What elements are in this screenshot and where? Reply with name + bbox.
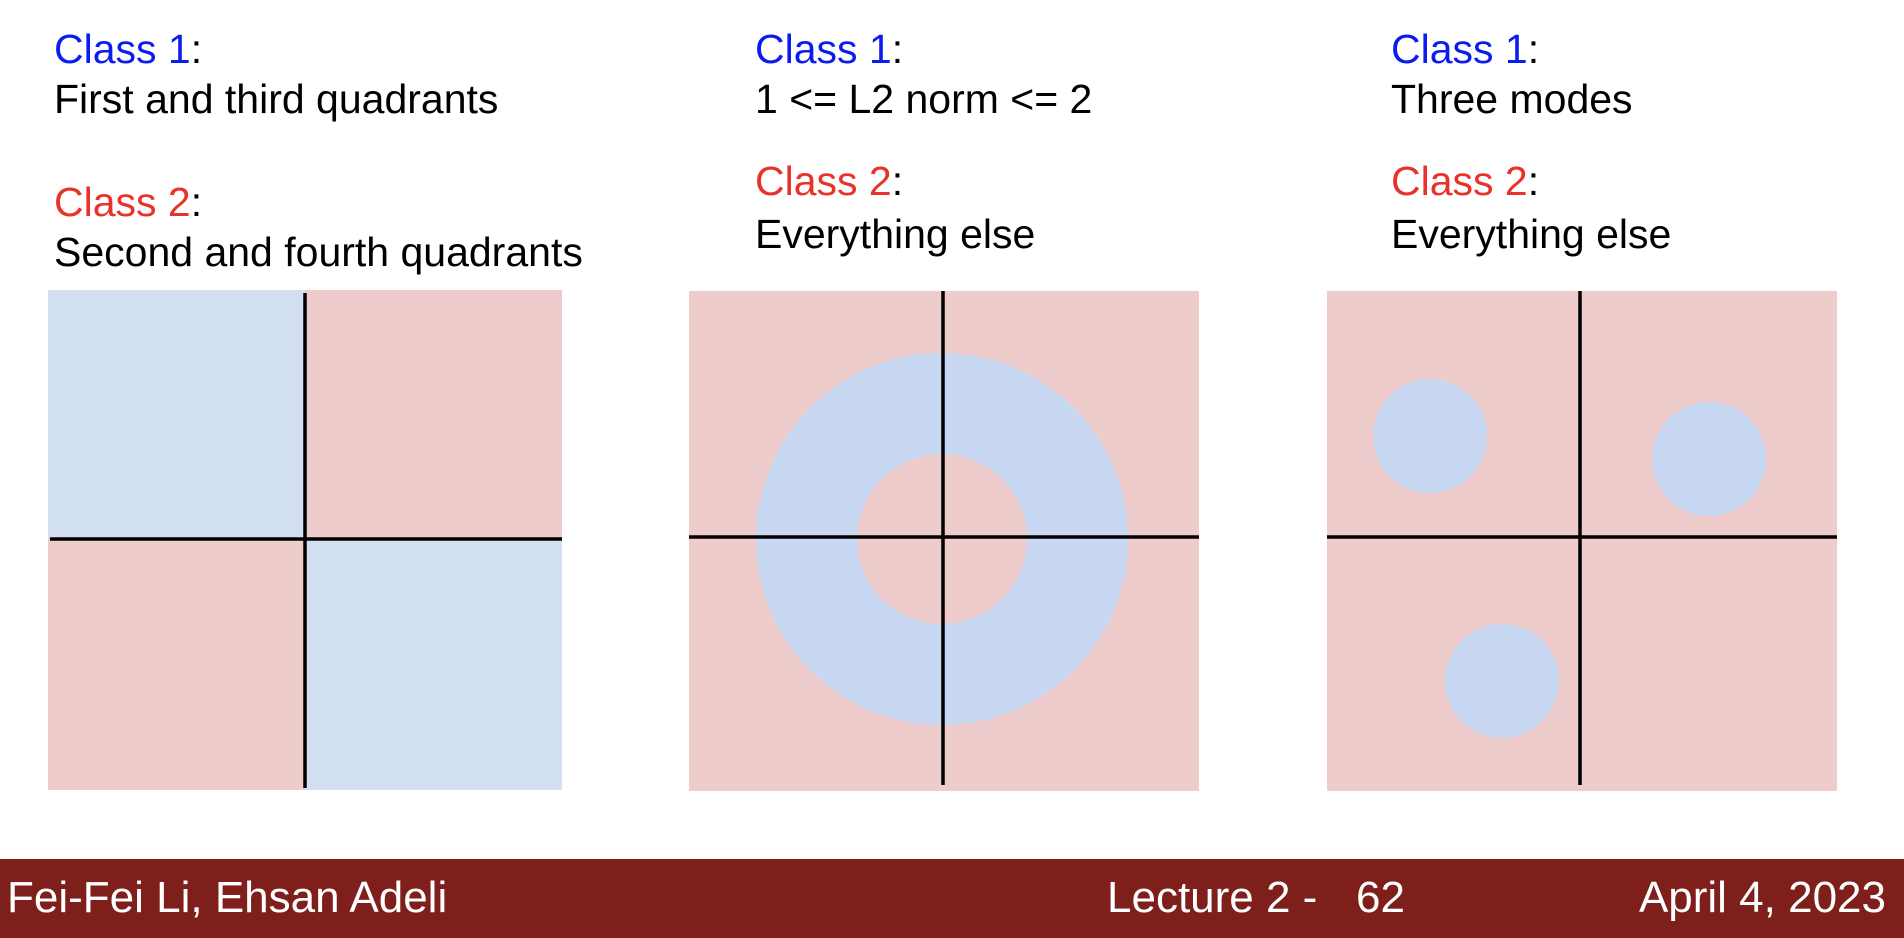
- panel1-class2-colon: :: [190, 179, 203, 225]
- panel3-class1-heading: Class 1:: [1391, 24, 1539, 74]
- footer-date: April 4, 2023: [1638, 873, 1886, 922]
- region-background: [1327, 291, 1837, 791]
- panel2-class1-heading: Class 1:: [755, 24, 903, 74]
- panel1-class1-description: First and third quadrants: [54, 76, 499, 122]
- panel3-class2-colon: :: [1527, 158, 1540, 204]
- mode-lower: [1445, 624, 1559, 738]
- panel2-class2-heading: Class 2:: [755, 156, 903, 206]
- panel3-class2-description: Everything else: [1391, 211, 1672, 257]
- panel1-class2-heading: Class 2:: [54, 177, 202, 227]
- panel2-class1-label: Class 1: [755, 26, 892, 72]
- panel2-class2-label: Class 2: [755, 158, 892, 204]
- footer-authors: Fei-Fei Li, Ehsan Adeli: [7, 873, 448, 922]
- panel2-class2-description: Everything else: [755, 211, 1036, 257]
- panel1-class1-colon: :: [190, 26, 203, 72]
- panel3-class1-label: Class 1: [1391, 26, 1528, 72]
- panel3-class1-description: Three modes: [1391, 76, 1633, 122]
- panel1-class2-description: Second and fourth quadrants: [54, 229, 583, 275]
- region-first-quadrant: [305, 290, 562, 538]
- region-second-quadrant: [48, 290, 305, 538]
- ring-decision-regions: [689, 291, 1199, 791]
- panel2-class1-colon: :: [891, 26, 904, 72]
- three-modes-decision-regions: [1327, 291, 1837, 791]
- region-fourth-quadrant: [305, 538, 562, 790]
- panel3-class2-heading: Class 2:: [1391, 156, 1539, 206]
- footer-page-number: 62: [1356, 873, 1405, 922]
- panel3-class1-colon: :: [1527, 26, 1540, 72]
- footer-bar: Fei-Fei Li, Ehsan Adeli Lecture 2 - 62 A…: [0, 859, 1904, 938]
- footer-lecture: Lecture 2 -: [1107, 873, 1318, 922]
- quadrant-decision-regions: [48, 290, 562, 790]
- panel1-class2-label: Class 2: [54, 179, 191, 225]
- panel2-class2-colon: :: [891, 158, 904, 204]
- mode-upper-left: [1373, 379, 1487, 493]
- panel1-class1-label: Class 1: [54, 26, 191, 72]
- panel3-class2-label: Class 2: [1391, 158, 1528, 204]
- mode-upper-right: [1652, 402, 1766, 516]
- panel1-class1-heading: Class 1:: [54, 24, 202, 74]
- panel2-class1-description: 1 <= L2 norm <= 2: [755, 76, 1093, 122]
- region-third-quadrant: [48, 538, 305, 790]
